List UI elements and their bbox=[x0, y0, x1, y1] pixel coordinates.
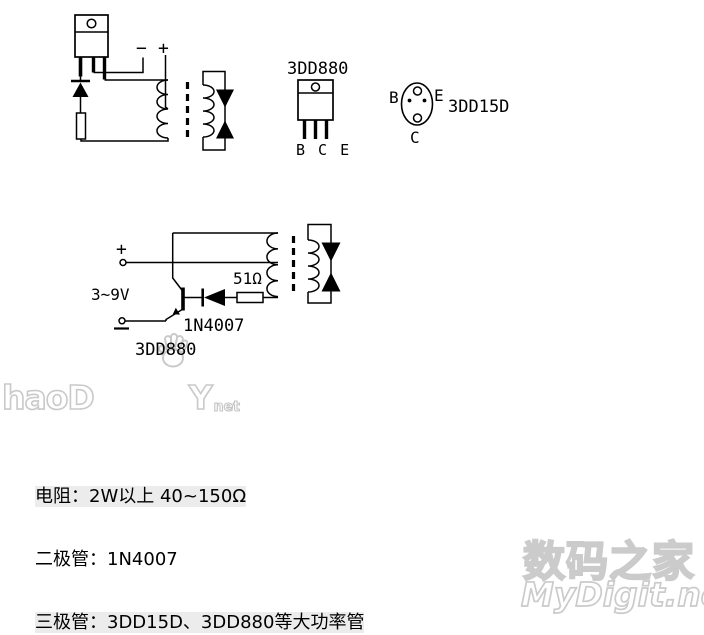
transformer-symbol-top bbox=[156, 70, 234, 151]
resistor-51ohm-symbol bbox=[236, 291, 278, 304]
watermark-haodiy-text-b: Y bbox=[188, 377, 213, 418]
watermark-haodiy-text-a: haoD bbox=[1, 377, 95, 418]
watermark-haodiy: haoD Y net bbox=[1, 293, 240, 418]
supply-terminals-middle bbox=[114, 258, 278, 330]
note-line-resistor: 电阻：2W以上 40~150Ω bbox=[35, 486, 247, 507]
hand-icon bbox=[95, 293, 189, 415]
transformer-symbol-middle bbox=[266, 223, 341, 304]
diode-arrow-down-top bbox=[216, 89, 234, 108]
emitter-arrow bbox=[172, 307, 180, 315]
diode-part-label: 1N4007 bbox=[183, 316, 245, 336]
diode-arrow-up-top bbox=[216, 120, 234, 139]
wires-top bbox=[80, 55, 169, 142]
diode-arrow-up-middle bbox=[321, 272, 341, 292]
diode-symbol-top bbox=[71, 76, 90, 113]
watermark-shuma-zhijia: 数码之家 bbox=[522, 536, 696, 587]
npn-transistor-symbol-middle bbox=[125, 232, 278, 322]
transistor-part-label: 3DD880 bbox=[135, 340, 197, 360]
pin-label-b: B bbox=[389, 88, 399, 107]
diode-1n4007-symbol bbox=[201, 288, 237, 307]
minus-terminal-label-top: − bbox=[136, 38, 147, 59]
pin-label-e: E bbox=[434, 86, 444, 105]
resistor-symbol-top bbox=[75, 112, 87, 140]
to3-package-3dd15d bbox=[400, 82, 434, 126]
diode-arrow-down-middle bbox=[321, 242, 341, 262]
voltage-label: 3~9V bbox=[91, 285, 130, 304]
plus-terminal-label-middle: + bbox=[116, 239, 127, 260]
notes-block: 电阻：2W以上 40~150Ω 二极管：1N4007 三极管：3DD15D、3D… bbox=[35, 444, 365, 635]
pinout-label-bce: B C E bbox=[296, 141, 352, 159]
resistor-value-label: 51Ω bbox=[233, 269, 262, 288]
watermark-mydigit: MyDigit.net bbox=[520, 574, 704, 615]
to220-transistor-symbol-top bbox=[74, 14, 109, 80]
pin-label-c: C bbox=[410, 128, 420, 147]
plus-terminal-label-top: + bbox=[158, 38, 169, 59]
note-line-transistor: 三极管：3DD15D、3DD880等大功率管 bbox=[35, 612, 365, 633]
part-label-3dd880-package: 3DD880 bbox=[287, 59, 349, 79]
to220-package-3dd880 bbox=[297, 79, 334, 139]
note-line-diode: 二极管：1N4007 bbox=[35, 549, 178, 570]
part-label-3dd15d: 3DD15D bbox=[448, 97, 510, 117]
watermark-haodiy-suffix: net bbox=[213, 398, 240, 415]
